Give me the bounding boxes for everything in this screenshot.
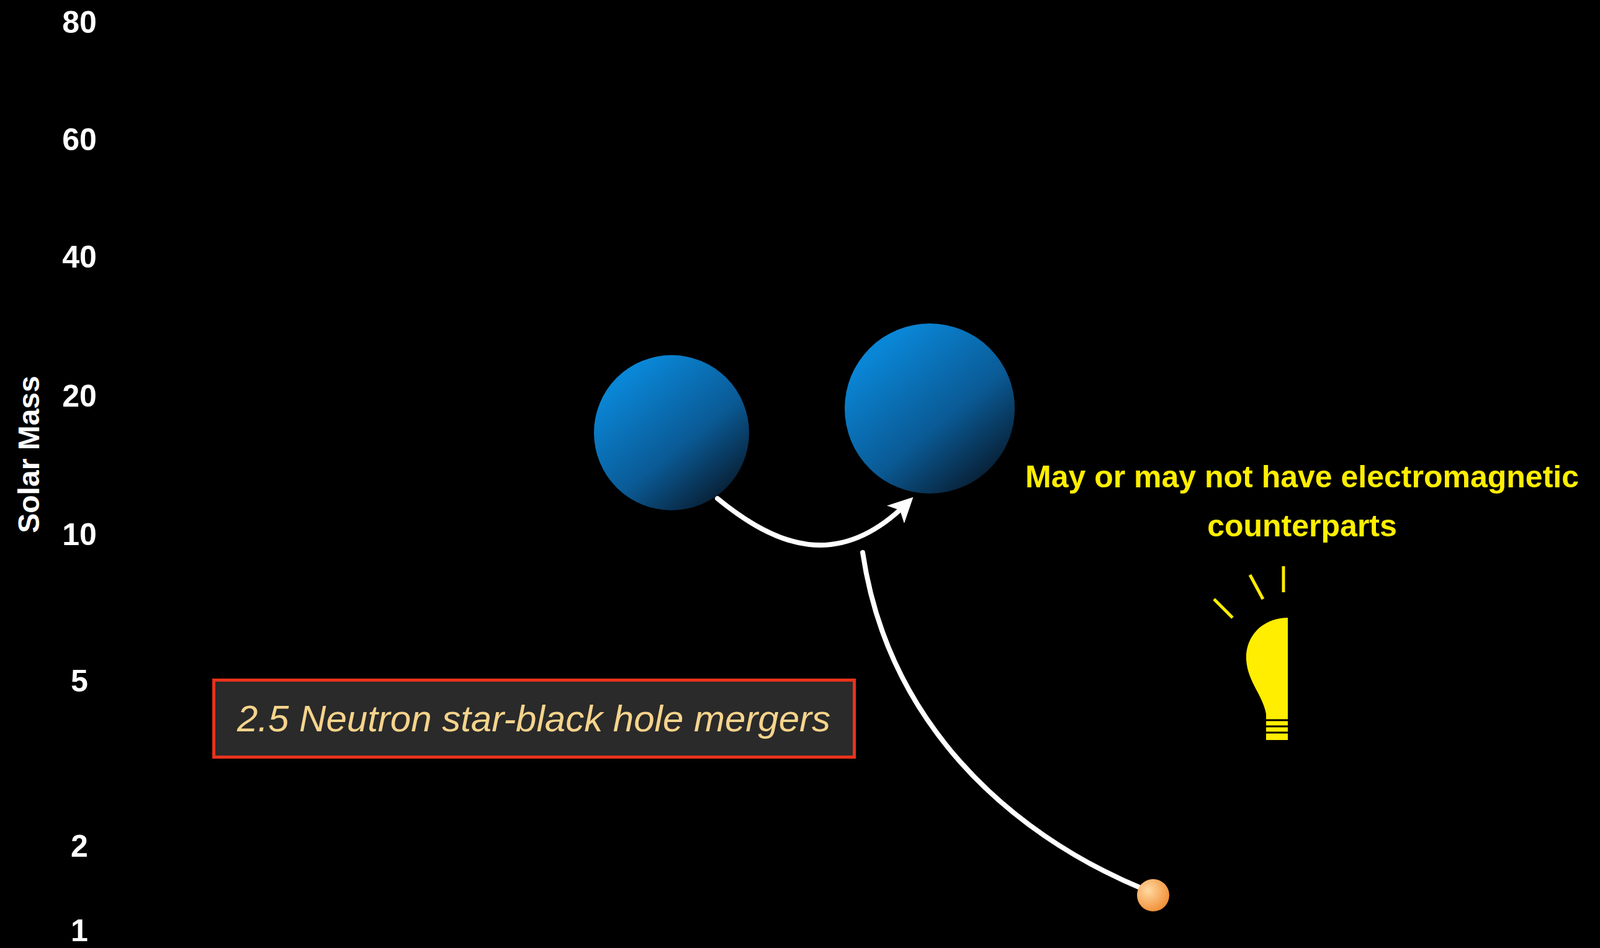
annotation-note: May or may not have electromagnetic coun…	[1016, 452, 1588, 551]
axis-tick: 5	[70, 662, 89, 699]
caption-box: 2.5 Neutron star-black hole mergers	[212, 678, 856, 759]
black-hole	[593, 355, 750, 511]
merger-arrow	[717, 498, 907, 545]
neutron-star	[1137, 878, 1170, 912]
axis-tick: 20	[62, 377, 97, 414]
axis-tick: 10	[62, 516, 97, 553]
axis-tick: 2	[70, 827, 89, 864]
axis-tick: 80	[62, 4, 97, 41]
black-hole	[844, 323, 1015, 494]
box-title: 2.5 Neutron star-black hole mergers	[237, 696, 831, 740]
lightbulb-icon	[1213, 566, 1288, 740]
axis-tick: 60	[62, 121, 97, 158]
axis-title: Solar Mass	[11, 375, 46, 533]
axis-tick: 1	[70, 912, 89, 948]
merger-arrow	[862, 552, 1144, 889]
axis-tick: 40	[62, 238, 97, 275]
